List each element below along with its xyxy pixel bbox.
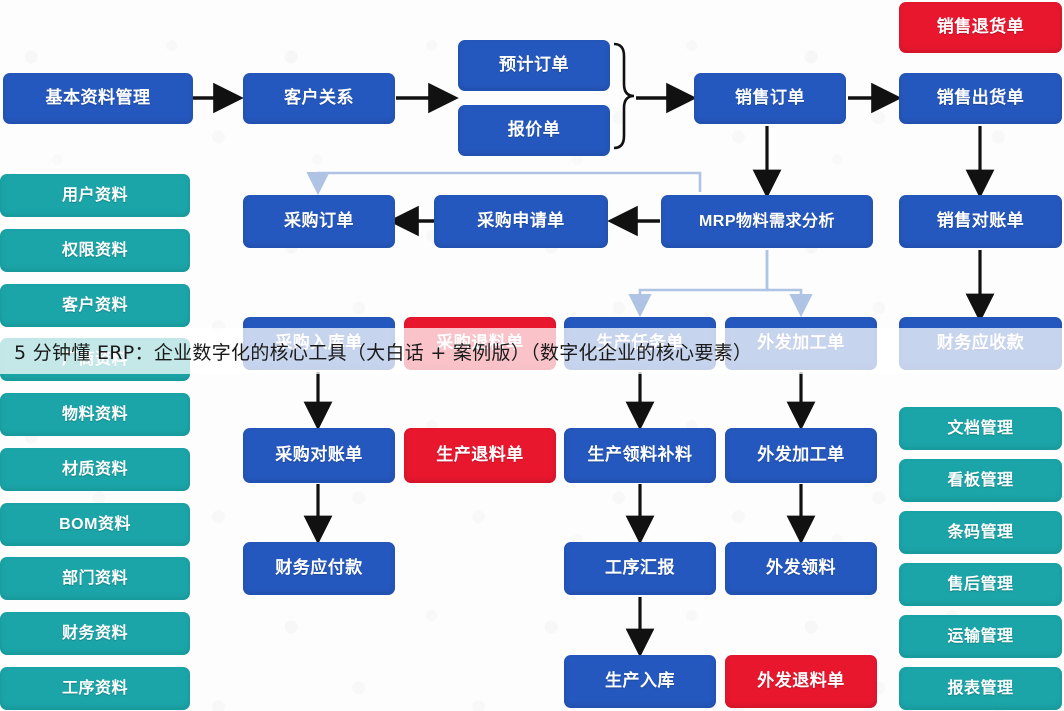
sidebar-item-kanban-management[interactable]: 看板管理 [899,459,1062,502]
node-outsource-material-return[interactable]: 外发退料单 [725,655,877,708]
node-quotation[interactable]: 报价单 [458,105,610,156]
node-production-material-issue[interactable]: 生产领料补料 [564,428,716,483]
brace-orders [613,42,635,150]
node-outsource-processing-order-top[interactable]: 外发加工单 [725,317,877,370]
node-accounts-payable[interactable]: 财务应付款 [243,542,395,595]
node-purchase-return[interactable]: 采购退料单 [404,317,556,370]
node-purchase-reconciliation[interactable]: 采购对账单 [243,428,395,483]
sidebar-item-barcode-management[interactable]: 条码管理 [899,511,1062,554]
node-customer-relationship[interactable]: 客户关系 [243,73,395,124]
node-purchase-receipt[interactable]: 采购入库单 [243,317,395,370]
node-purchase-order[interactable]: 采购订单 [243,195,395,248]
node-sales-return[interactable]: 销售退货单 [899,2,1062,53]
node-outsource-processing-order[interactable]: 外发加工单 [725,428,877,483]
sidebar-item-material-data[interactable]: 物料资料 [0,393,190,436]
node-production-work-order[interactable]: 生产任务单 [564,317,716,370]
node-operation-report[interactable]: 工序汇报 [564,542,716,595]
node-mrp-analysis[interactable]: MRP物料需求分析 [661,195,873,248]
node-sales-shipment[interactable]: 销售出货单 [899,73,1062,124]
node-basic-data-management[interactable]: 基本资料管理 [3,73,193,124]
sidebar-item-bom-data[interactable]: BOM资料 [0,503,190,546]
sidebar-item-aftersales-management[interactable]: 售后管理 [899,563,1062,606]
node-accounts-receivable[interactable]: 财务应收款 [899,317,1062,370]
sidebar-item-transport-management[interactable]: 运输管理 [899,615,1062,658]
sidebar-item-vendor-data[interactable]: 厂商资料 [0,338,190,381]
arrow-mrp-to-worder [628,250,769,318]
sidebar-item-document-management[interactable]: 文档管理 [899,407,1062,450]
sidebar-item-finance-data[interactable]: 财务资料 [0,612,190,655]
sidebar-item-user-data[interactable]: 用户资料 [0,174,190,217]
node-production-material-return[interactable]: 生产退料单 [404,428,556,483]
sidebar-item-department-data[interactable]: 部门资料 [0,557,190,600]
arrow-mrp-to-outproc [765,250,813,318]
node-sales-order[interactable]: 销售订单 [694,73,846,124]
node-outsource-material-issue[interactable]: 外发领料 [725,542,877,595]
sidebar-item-customer-data[interactable]: 客户资料 [0,284,190,327]
node-production-receipt[interactable]: 生产入库 [564,655,716,708]
node-sales-reconciliation[interactable]: 销售对账单 [899,195,1062,248]
sidebar-item-report-management[interactable]: 报表管理 [899,667,1062,710]
node-forecast-order[interactable]: 预计订单 [458,40,610,91]
node-purchase-requisition[interactable]: 采购申请单 [434,195,608,248]
sidebar-item-permission-data[interactable]: 权限资料 [0,229,190,272]
sidebar-item-operation-data[interactable]: 工序资料 [0,667,190,710]
arrow-light-to-po [306,171,702,196]
sidebar-item-substance-data[interactable]: 材质资料 [0,448,190,491]
